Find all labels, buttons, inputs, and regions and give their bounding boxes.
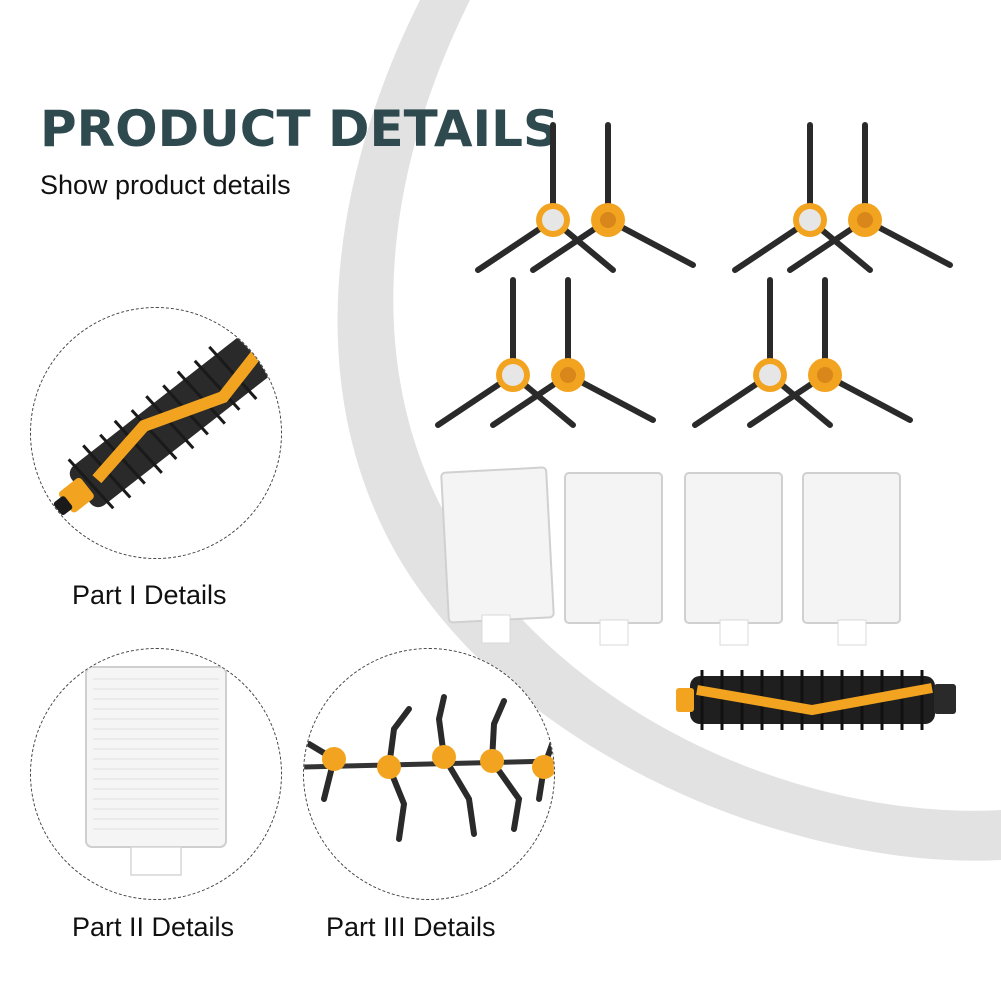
page-title: PRODUCT DETAILS: [40, 100, 560, 158]
filter-icon: [440, 466, 555, 644]
part-2-circle: [30, 648, 282, 900]
hepa-filter-icon: [85, 666, 227, 876]
filter-icon: [802, 472, 901, 646]
part-1-circle: [30, 307, 282, 559]
part-2-label: Part II Details: [72, 912, 235, 942]
part-3-circle: [303, 648, 555, 900]
main-brush-product: [676, 670, 956, 730]
page-subtitle: Show product details: [40, 170, 291, 200]
side-brush-row-icon: [304, 694, 554, 842]
main-roller-brush-icon: [53, 315, 281, 516]
part-1-label: Part I Details: [72, 580, 227, 610]
filter-icon: [684, 472, 783, 646]
filter-icon: [564, 472, 663, 646]
part-3-label: Part III Details: [326, 912, 496, 942]
side-brushes-group: [420, 110, 980, 440]
filters-group: [440, 466, 901, 646]
